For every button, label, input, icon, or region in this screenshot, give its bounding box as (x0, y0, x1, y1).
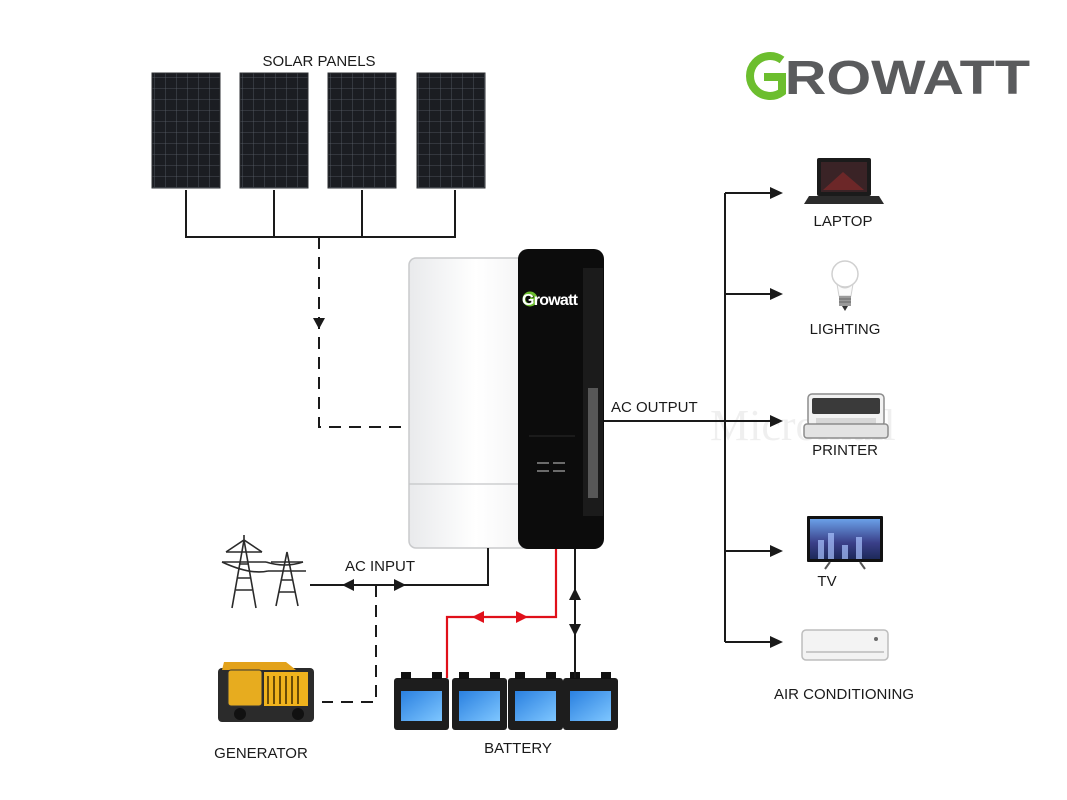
panel-wiring (185, 190, 456, 238)
battery-unit (508, 672, 563, 730)
ac-output-label: AC OUTPUT (611, 399, 698, 416)
load-label-lighting: LIGHTING (810, 321, 881, 338)
inverter-brand-text: Growatt (522, 292, 579, 309)
light-bulb-icon (831, 260, 859, 311)
battery-black-arrows (569, 588, 581, 636)
load-label-laptop: LAPTOP (814, 213, 873, 230)
load-label-printer: PRINTER (812, 442, 878, 459)
growatt-logo: GROWATT (740, 52, 1030, 105)
solar-panels (151, 72, 486, 189)
ac-output-arrows (770, 187, 783, 648)
battery-unit (394, 672, 449, 730)
ac-output-wiring (604, 192, 772, 643)
solar-panels-label: SOLAR PANELS (262, 53, 375, 70)
inverter-logo: Growatt (522, 291, 579, 309)
generator-line (322, 585, 377, 703)
load-label-air-conditioning: AIR CONDITIONING (774, 686, 914, 703)
ac-input-wiring (310, 548, 489, 586)
printer-icon (803, 393, 889, 439)
power-tower-icon (221, 535, 306, 609)
ac-input-arrows (342, 579, 406, 591)
laptop-icon (804, 158, 884, 204)
solar-arrow (313, 318, 325, 329)
battery-bank (394, 672, 618, 730)
battery-unit (452, 672, 507, 730)
generator-label: GENERATOR (214, 745, 308, 762)
solar-dc-line (318, 237, 408, 428)
growatt-logo-text: GROWATT (740, 52, 1030, 105)
ac-input-label: AC INPUT (345, 558, 415, 575)
load-label-tv: TV (817, 573, 836, 590)
battery-unit (563, 672, 618, 730)
air-conditioner-icon (801, 629, 889, 661)
inverter (408, 249, 604, 549)
battery-red-link (445, 549, 558, 678)
tv-icon (807, 516, 883, 570)
battery-red-arrows (472, 611, 528, 623)
battery-label: BATTERY (484, 740, 552, 757)
generator-icon (218, 662, 314, 722)
